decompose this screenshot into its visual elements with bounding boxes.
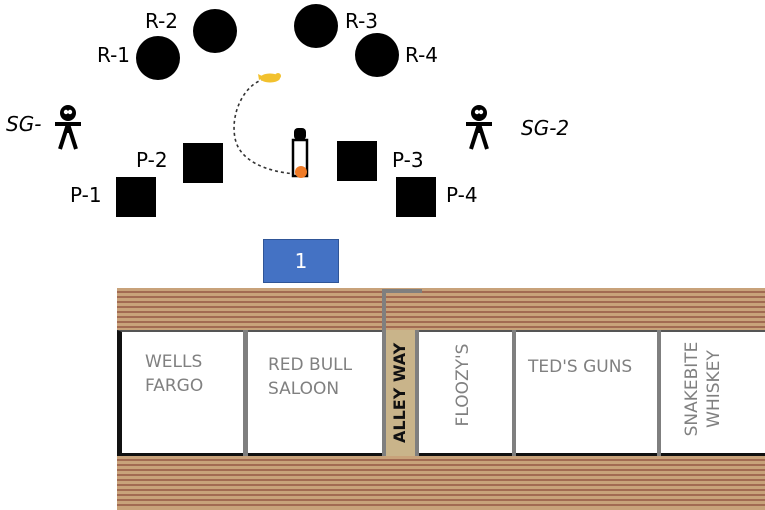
building-label-line: WELLS bbox=[145, 352, 203, 372]
rider-r3-marker bbox=[294, 4, 338, 48]
building-label-line: WHISKEY bbox=[704, 350, 724, 428]
building-label-line: SALOON bbox=[268, 379, 340, 399]
post-p4-marker bbox=[396, 177, 436, 217]
building-label-line: SNAKEBITE bbox=[682, 341, 702, 437]
boardwalk-top bbox=[117, 288, 765, 330]
building-label-line: FARGO bbox=[145, 376, 204, 396]
bottle-trajectory bbox=[233, 77, 298, 175]
gunman-label-sg1: SG- bbox=[6, 112, 42, 136]
boardwalk-bottom bbox=[117, 456, 765, 510]
person-icon bbox=[55, 105, 81, 150]
marker-box: 1 bbox=[263, 239, 339, 283]
building-snakebite-whiskey: SNAKEBITE WHISKEY bbox=[661, 330, 765, 456]
post-label-p3: P-3 bbox=[392, 148, 424, 172]
rider-r4-marker bbox=[355, 33, 399, 77]
rider-r1-marker bbox=[136, 36, 180, 80]
wall-divider bbox=[243, 330, 248, 456]
building-red-bull-saloon: RED BULL SALOON bbox=[268, 353, 352, 401]
post-p3-marker bbox=[337, 141, 377, 181]
wall-divider bbox=[382, 289, 422, 293]
wall-divider bbox=[657, 330, 661, 456]
gunman-label-sg2: SG-2 bbox=[521, 116, 570, 140]
building-label-line: RED BULL bbox=[268, 355, 353, 375]
rider-label-r4: R-4 bbox=[405, 43, 439, 67]
bottle-icon bbox=[291, 128, 309, 178]
post-label-p2: P-2 bbox=[136, 148, 168, 172]
post-label-p4: P-4 bbox=[446, 183, 478, 207]
wall-divider bbox=[382, 289, 386, 456]
building-floozys: FLOOZY'S bbox=[453, 343, 473, 427]
building-alley-way: ALLEY WAY bbox=[390, 342, 409, 443]
wall-divider bbox=[415, 330, 419, 456]
marker-label: 1 bbox=[294, 249, 308, 273]
building-teds-guns: TED'S GUNS bbox=[528, 357, 633, 377]
bird-icon bbox=[258, 73, 281, 83]
post-p1-marker bbox=[116, 177, 156, 217]
rider-label-r2: R-2 bbox=[145, 9, 179, 33]
post-p2-marker bbox=[183, 143, 223, 183]
person-icon bbox=[466, 105, 492, 150]
wall-divider bbox=[512, 330, 516, 456]
rider-label-r3: R-3 bbox=[345, 9, 379, 33]
rider-label-r1: R-1 bbox=[97, 43, 131, 67]
alley-way bbox=[386, 330, 415, 456]
rider-r2-marker bbox=[193, 9, 237, 53]
building-wells-fargo: WELLS FARGO bbox=[145, 350, 203, 398]
post-label-p1: P-1 bbox=[70, 183, 102, 207]
